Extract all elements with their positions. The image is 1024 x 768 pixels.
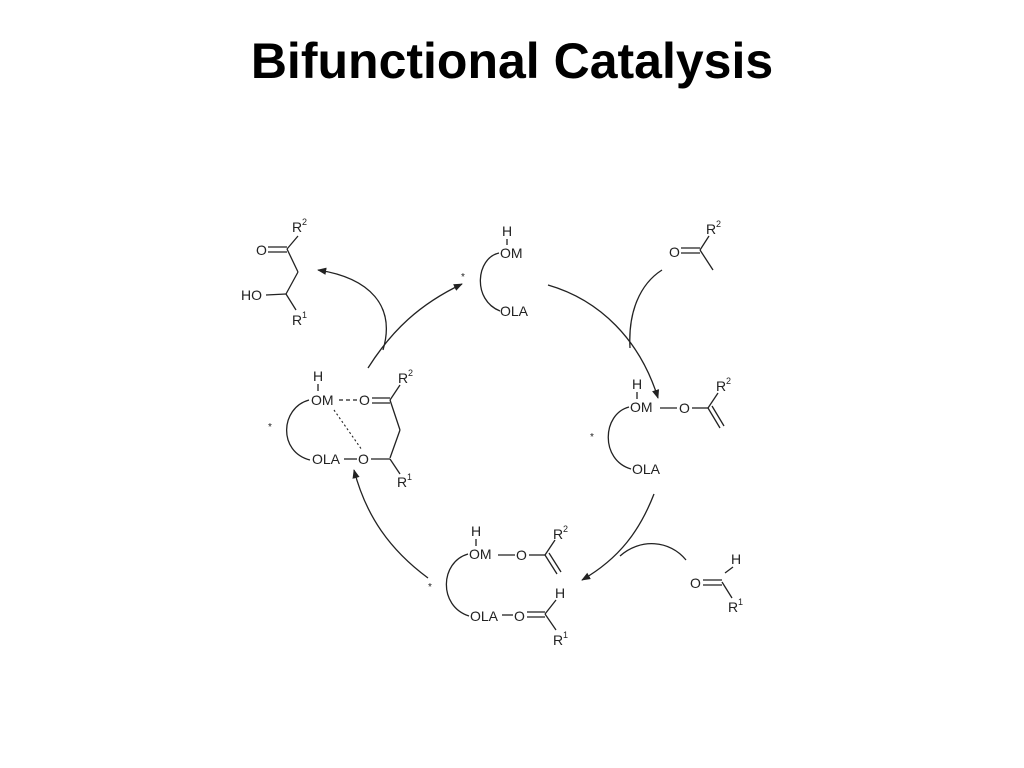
- aldol-product: O R 2 HO R 1: [241, 217, 307, 328]
- superscript-2: 2: [726, 376, 731, 386]
- atom-label-hydrogen: H: [555, 585, 565, 601]
- chiral-marker: *: [268, 422, 272, 433]
- ternary-complex-intermediate: H OM O R 2 OLA O H R 1 *: [428, 523, 568, 648]
- superscript-2: 2: [408, 368, 413, 378]
- product-release-arrow: [317, 267, 387, 351]
- atom-label-oxygen: O: [679, 400, 690, 416]
- atom-label-oxygen: O: [516, 547, 527, 563]
- atom-label-oxygen: O: [359, 392, 370, 408]
- superscript-2: 2: [302, 217, 307, 227]
- ketone-substrate: O R 2: [669, 219, 721, 271]
- superscript-1: 1: [563, 630, 568, 640]
- metal-site-label: OM: [630, 399, 653, 415]
- ketone-entry-arrow: [629, 269, 663, 349]
- cycle-arrow-right-to-bottom: [581, 493, 655, 581]
- substituent-label-r: R: [716, 378, 726, 394]
- superscript-1: 1: [738, 597, 743, 607]
- substituent-label-r: R: [292, 219, 302, 235]
- metal-enolate-intermediate: H OM O R 2 OLA *: [590, 376, 731, 477]
- atom-label-hydrogen: H: [502, 223, 512, 239]
- substituent-label-r: R: [706, 221, 716, 237]
- cycle-arrow-bottom-to-left: [352, 469, 429, 579]
- superscript-1: 1: [407, 472, 412, 482]
- atom-label-oxygen: O: [256, 242, 267, 258]
- superscript-2: 2: [563, 524, 568, 534]
- atom-label-hydrogen: H: [632, 376, 642, 392]
- atom-label-hydrogen: H: [313, 368, 323, 384]
- cycle-arrow-left-to-top: [367, 283, 463, 369]
- lewis-acid-site-label: OLA: [500, 303, 529, 319]
- substituent-label-r: R: [728, 599, 738, 615]
- chiral-marker: *: [428, 582, 432, 593]
- metal-site-label: OM: [469, 546, 492, 562]
- aldehyde-substrate: H O R 1: [690, 551, 743, 615]
- superscript-2: 2: [716, 219, 721, 229]
- free-catalyst: H OM OLA *: [461, 223, 529, 319]
- superscript-1: 1: [302, 310, 307, 320]
- metal-site-label: OM: [311, 392, 334, 408]
- atom-label-oxygen: O: [514, 608, 525, 624]
- atom-label-oxygen: O: [669, 244, 680, 260]
- lewis-acid-site-label: OLA: [632, 461, 661, 477]
- metal-site-label: OM: [500, 245, 523, 261]
- lewis-acid-site-label: OLA: [312, 451, 341, 467]
- substituent-label-r: R: [292, 312, 302, 328]
- substituent-label-r: R: [398, 370, 408, 386]
- substituent-label-r: R: [397, 474, 407, 490]
- atom-label-oxygen: O: [358, 451, 369, 467]
- chiral-marker: *: [590, 432, 594, 443]
- cycle-arrow-top-to-right: [547, 284, 660, 399]
- atom-label-hydrogen: H: [731, 551, 741, 567]
- bound-aldolate-intermediate: H OM O R 2 OLA O R 1 *: [268, 368, 413, 490]
- atom-label-hydroxyl: HO: [241, 287, 262, 303]
- atom-label-oxygen: O: [690, 575, 701, 591]
- atom-label-hydrogen: H: [471, 523, 481, 539]
- chiral-marker: *: [461, 272, 465, 283]
- substituent-label-r: R: [553, 526, 563, 542]
- aldehyde-entry-arrow: [619, 543, 687, 561]
- page-title: Bifunctional Catalysis: [250, 33, 774, 89]
- substituent-label-r: R: [553, 632, 563, 648]
- lewis-acid-site-label: OLA: [470, 608, 499, 624]
